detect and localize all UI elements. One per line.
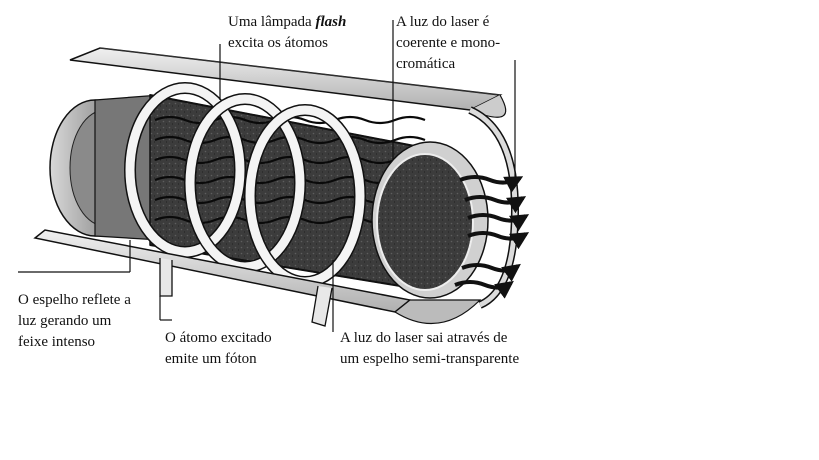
lamp-leads [159,258,333,327]
label-photon-line2: emite um fóton [165,351,257,367]
label-excited-atom: O átomo excitado emite um fóton [165,328,272,370]
label-mirror-line1: O espelho reflete a [18,292,131,308]
label-rear-mirror: O espelho reflete a luz gerando um feixe… [18,290,131,353]
label-coherent-light: A luz do laser é coerente e mono- cromát… [396,12,500,75]
label-flash-lamp-em: flash [315,14,347,30]
label-flash-lamp-text: Uma lâmpada [228,14,316,30]
label-flash-lamp: Uma lâmpada flash excita os átomos [228,12,346,54]
label-coherent-line2: coerente e mono- [396,35,501,51]
label-output-mirror: A luz do laser sai através de um espelho… [340,328,519,370]
leader-lines [18,20,516,332]
outer-shell-bottom [33,229,482,325]
label-photon-line1: O átomo excitado [165,330,272,346]
output-arrows [454,175,530,299]
rear-mirror [49,94,161,241]
label-flash-lamp-line2: excita os átomos [228,35,328,51]
label-exit-line1: A luz do laser sai através de [340,330,508,346]
label-coherent-line1: A luz do laser é [396,14,490,30]
label-exit-line2: um espelho semi-transparente [340,351,520,367]
label-mirror-line3: feixe intenso [18,334,96,350]
output-mirror [371,141,489,299]
label-coherent-line3: cromática [396,56,456,72]
label-mirror-line2: luz gerando um [18,313,112,329]
